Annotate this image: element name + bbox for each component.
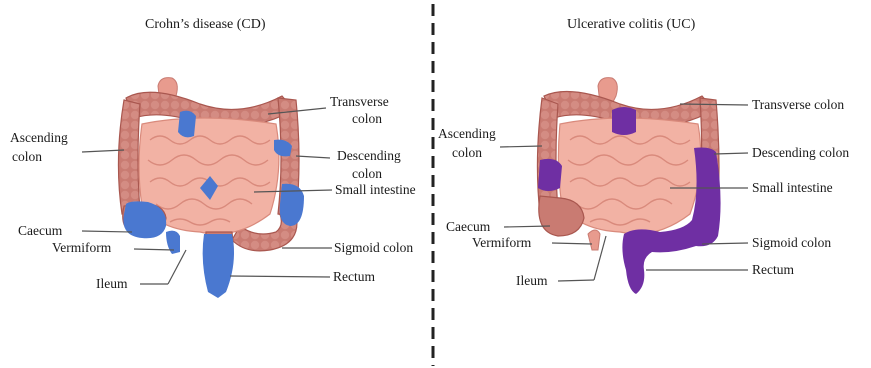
cd-panel-title: Crohn’s disease (CD) xyxy=(145,17,266,33)
cd-label-vermiform: Vermiform xyxy=(52,240,111,256)
uc-intestine-illustration xyxy=(500,78,748,294)
uc-label-ascending-line1: Ascending xyxy=(438,126,496,142)
uc-label-ileum: Ileum xyxy=(516,273,548,289)
uc-label-caecum: Caecum xyxy=(446,219,490,235)
uc-panel-title: Ulcerative colitis (UC) xyxy=(567,17,695,33)
cd-label-descending-line2: colon xyxy=(352,166,382,182)
cd-intestine-illustration xyxy=(82,78,332,298)
cd-label-transverse-line2: colon xyxy=(352,111,382,127)
cd-label-ileum: Ileum xyxy=(96,276,128,292)
cd-label-rectum: Rectum xyxy=(333,269,375,285)
cd-ascending-colon xyxy=(118,100,140,214)
uc-label-small-intestine: Small intestine xyxy=(752,180,833,196)
uc-vermiform xyxy=(588,230,600,250)
uc-label-sigmoid: Sigmoid colon xyxy=(752,235,831,251)
uc-label-transverse: Transverse colon xyxy=(752,97,844,113)
cd-label-caecum: Caecum xyxy=(18,223,62,239)
uc-label-ascending-line2: colon xyxy=(452,145,482,161)
cd-label-ascending-line2: colon xyxy=(12,149,42,165)
cd-label-transverse-line1: Transverse xyxy=(330,94,389,110)
cd-label-small-intestine: Small intestine xyxy=(335,182,416,198)
cd-label-descending-line1: Descending xyxy=(337,148,401,164)
uc-label-descending: Descending colon xyxy=(752,145,849,161)
uc-label-vermiform: Vermiform xyxy=(472,235,531,251)
cd-label-ascending-line1: Ascending xyxy=(10,130,68,146)
uc-label-rectum: Rectum xyxy=(752,262,794,278)
cd-label-sigmoid: Sigmoid colon xyxy=(334,240,413,256)
